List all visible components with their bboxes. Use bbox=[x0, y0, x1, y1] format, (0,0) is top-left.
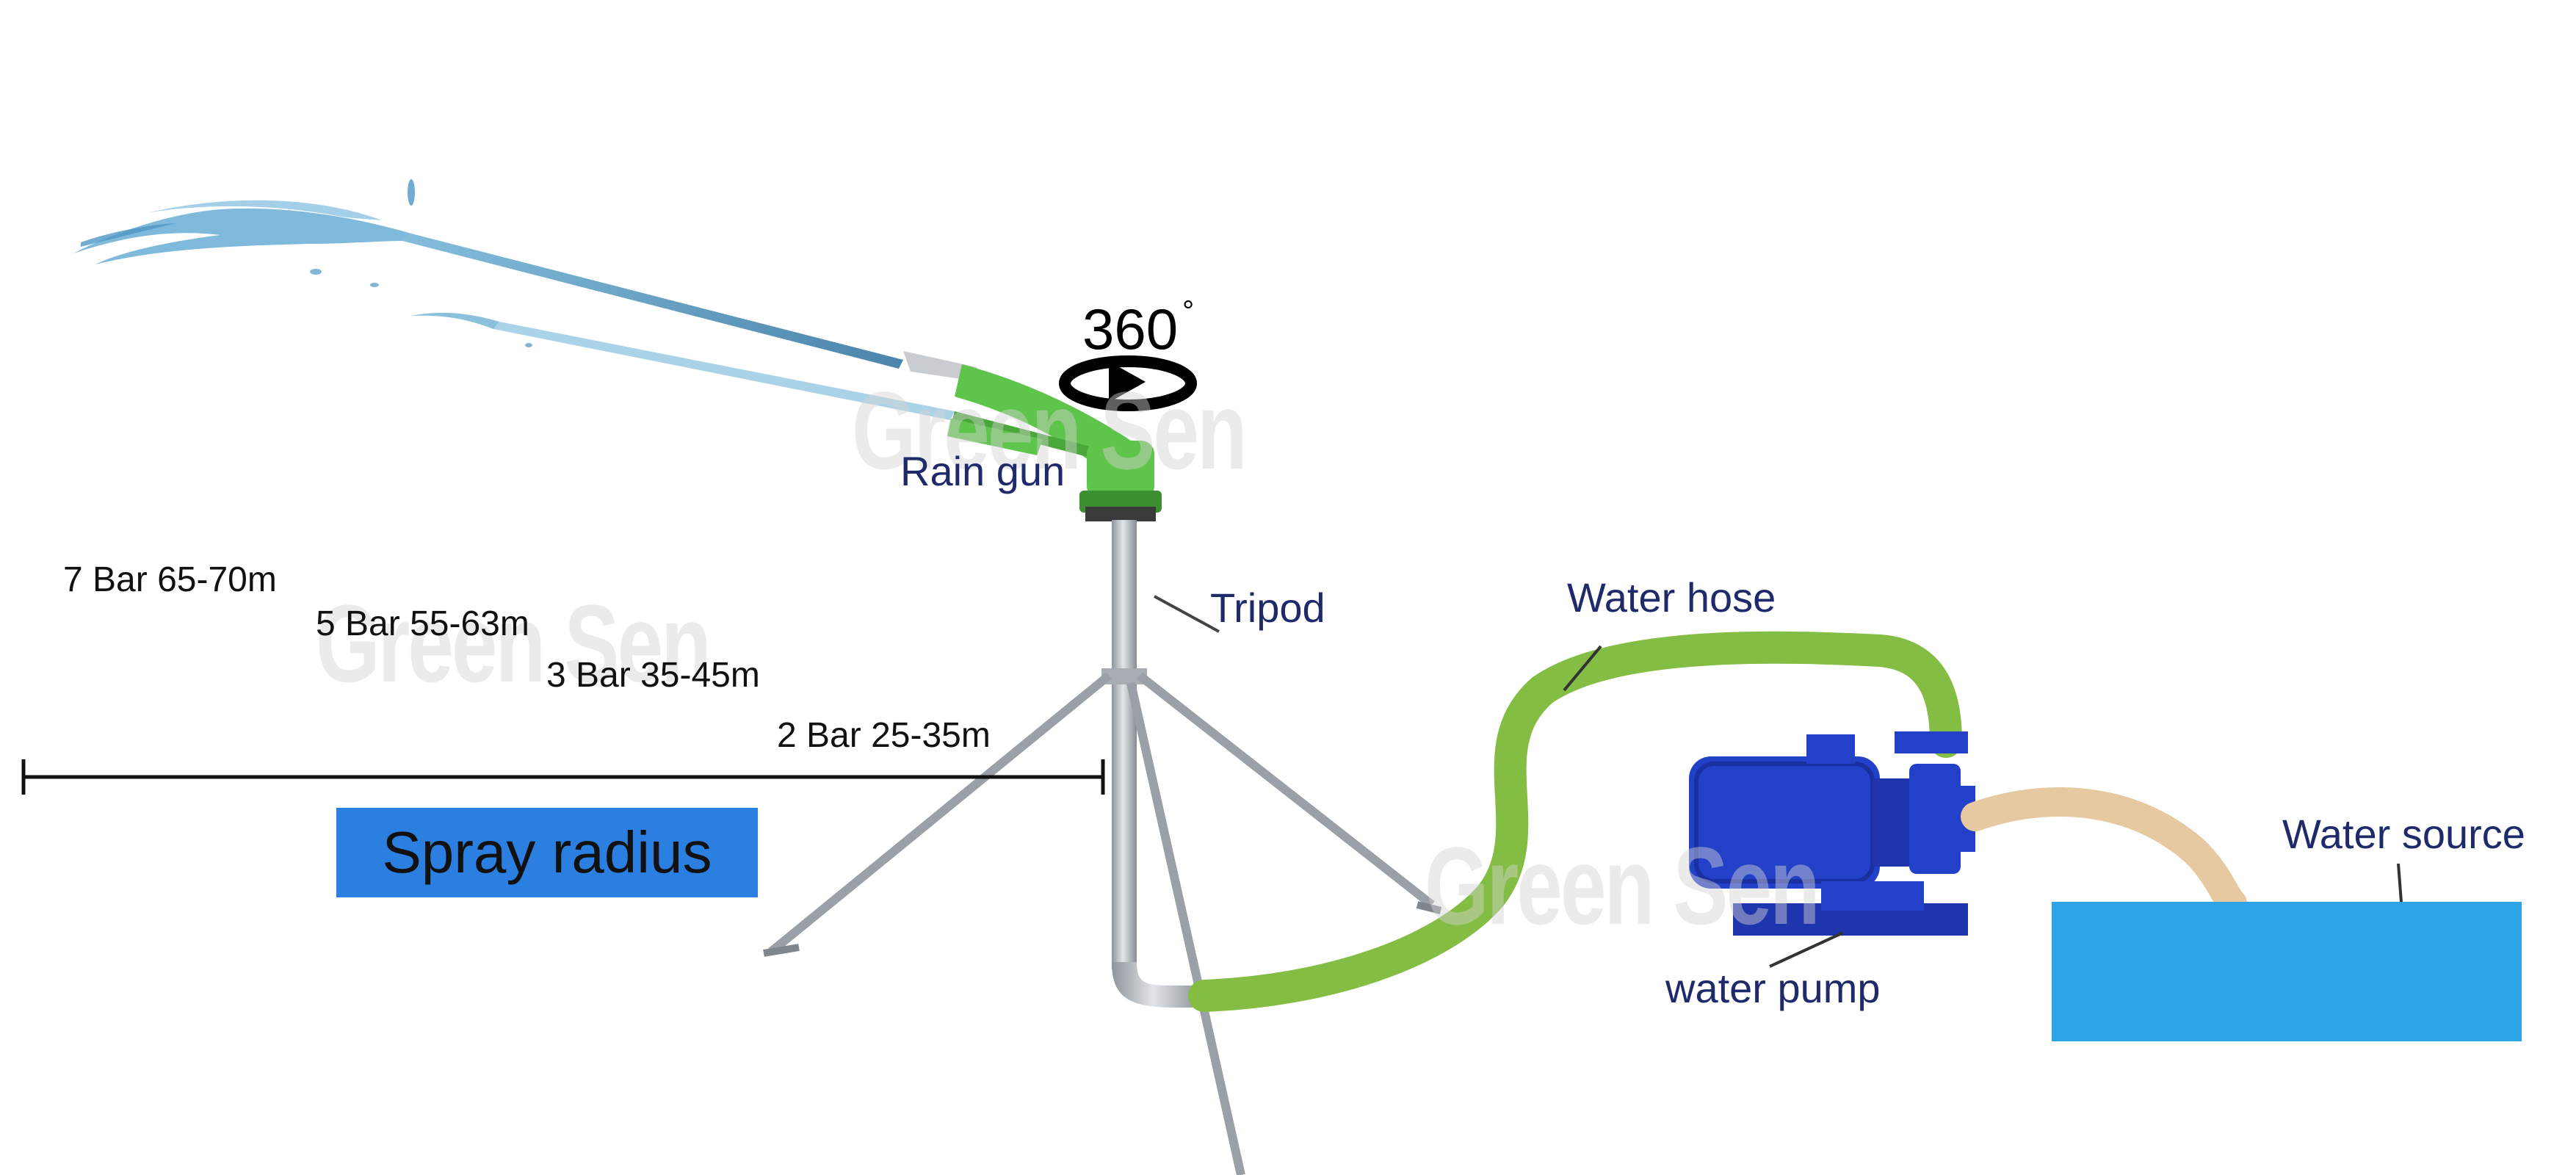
rotation-unit: ° bbox=[1182, 295, 1195, 328]
pressure-range-7bar: 7 Bar 65-70m bbox=[63, 560, 277, 599]
water-source-pool bbox=[2052, 902, 2522, 1041]
spray-radius-box: Spray radius bbox=[336, 808, 758, 897]
watermark: Green Sen bbox=[316, 582, 712, 705]
rain-gun-body bbox=[903, 351, 1162, 521]
water-pump-label: water pump bbox=[1665, 965, 1881, 1011]
water-pump bbox=[1689, 731, 1975, 968]
spray-radius-line bbox=[21, 759, 1105, 795]
tripod-label: Tripod bbox=[1210, 585, 1325, 631]
tripod bbox=[763, 520, 1442, 1175]
spray-radius-label: Spray radius bbox=[382, 820, 712, 885]
watermark: Green Sen bbox=[852, 369, 1248, 492]
water-hose-label: Water hose bbox=[1567, 574, 1776, 621]
watermark: Green Sen bbox=[1425, 824, 1820, 947]
rotation-arrow-icon bbox=[1059, 355, 1197, 411]
water-jet bbox=[73, 179, 955, 420]
rain-gun-label: Rain gun bbox=[900, 448, 1066, 494]
pressure-range-3bar: 3 Bar 35-45m bbox=[546, 656, 760, 695]
water-hose-pointer bbox=[1563, 645, 1602, 692]
pressure-range-5bar: 5 Bar 55-63m bbox=[316, 604, 529, 643]
pressure-range-2bar: 2 Bar 25-35m bbox=[777, 716, 991, 755]
rotation-label: 360° bbox=[1082, 297, 1194, 358]
rotation-value: 360 bbox=[1082, 297, 1179, 361]
water-hose bbox=[1188, 631, 1962, 1012]
suction-hose bbox=[1961, 787, 2247, 918]
water-source-pointer bbox=[2397, 863, 2403, 903]
water-source-label: Water source bbox=[2282, 811, 2525, 857]
